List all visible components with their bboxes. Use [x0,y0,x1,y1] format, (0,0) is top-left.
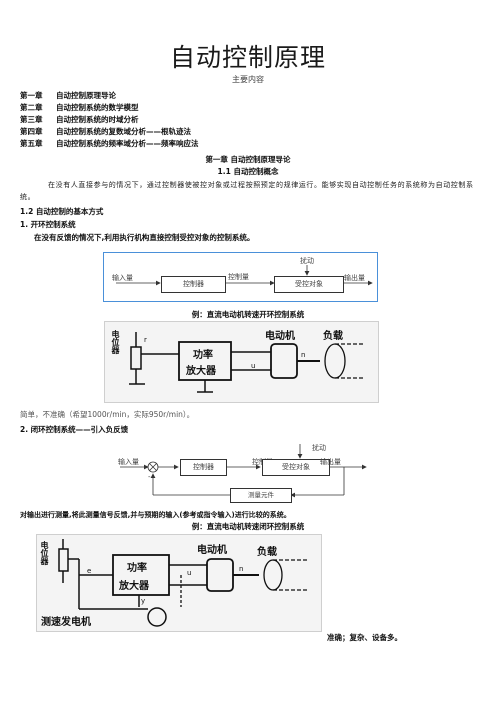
controller-block: 控制器 [180,459,227,476]
item-description: 在没有反馈的情况下,利用执行机构直接控制受控对象的控制系统。 [34,233,255,242]
disturbance-label: 扰动 [300,257,314,265]
intro-paragraph: 在没有人直接参与的情况下，通过控制器使被控对象或过程按照预定的规律运行。能够实现… [20,181,474,201]
toc-chapter: 第五章 [20,139,43,148]
signal-arrows [116,265,373,286]
closed-loop-note: 准确；复杂、设备多。 [327,633,402,642]
disturbance-label: 扰动 [312,444,326,452]
toc-name: 自动控制系统的时域分析 [56,115,139,124]
toc-name: 自动控制系统的数学模型 [56,103,139,112]
list-heading: 1. 开环控制系统 [20,220,76,229]
chapter-heading: 第一章 自动控制原理导论 [205,155,291,164]
input-label: 输入量 [118,458,139,466]
plant-block: 受控对象 [262,459,330,476]
y-label: y [141,597,146,605]
toc-item: 第三章 自动控制系统的时域分析 [20,114,139,126]
toc-name: 自动控制原理导论 [56,91,116,100]
output-label: 输出量 [344,274,365,282]
potentiometer-label: 电位器 [40,541,49,565]
closed-loop-schematic: 电位器 e 功率 放大器 u 电动机 n 负载 y 测速发电机 [36,534,322,632]
amplifier-label-1: 功率 [193,350,213,361]
n-label: n [239,565,244,573]
list-heading: 2. 闭环控制系统——引入负反馈 [20,425,129,434]
u-label: u [251,362,256,370]
motor-label: 电动机 [197,545,227,556]
toc-chapter: 第三章 [20,115,43,124]
toc-chapter: 第二章 [20,103,43,112]
amplifier-label-1: 功率 [127,563,147,574]
open-loop-diagram: 输入量 控制器 控制量 扰动 受控对象 输出量 [103,252,378,302]
section-heading: 1.1 自动控制概念 [217,167,279,176]
toc-name: 自动控制系统的复数域分析——根轨迹法 [56,127,191,136]
input-label: 输入量 [112,274,133,282]
schematic-lines [129,332,365,393]
e-label: e [87,567,92,575]
plant-block: 受控对象 [274,276,344,293]
control-qty-label: 控制量 [228,273,249,281]
toc-chapter: 第一章 [20,91,43,100]
figure-caption: 例：直流电动机转速闭环控制系统 [191,522,305,531]
toc-item: 第一章 自动控制原理导论 [20,90,116,102]
open-loop-note: 简单，不准确（希望1000r/min，实际950r/min）。 [20,410,195,419]
sensor-block: 测量元件 [230,488,292,503]
toc-name: 自动控制系统的频率域分析——频率响应法 [56,139,199,148]
toc-item: 第二章 自动控制系统的数学模型 [20,102,139,114]
closed-loop-diagram: 输入量 - 控制器 控制量 扰动 受控对象 输出量 测量元件 [110,440,370,506]
load-label: 负载 [257,547,277,558]
potentiometer-label: 电位器 [111,330,120,354]
toc-item: 第五章 自动控制系统的频率域分析——频率响应法 [20,138,199,150]
signal-arrows [120,444,367,498]
tacho-generator-label: 测速发电机 [41,617,91,628]
section-heading: 1.2 自动控制的基本方式 [20,207,104,216]
controller-block: 控制器 [161,276,226,293]
toc-item: 第四章 自动控制系统的复数域分析——根轨迹法 [20,126,191,138]
amplifier-label-2: 放大器 [186,366,216,377]
item-description: 对输出进行测量,将此测量信号反馈,并与预期的输入(参考或指令输入)进行比较的系统… [20,511,291,519]
amplifier-label-2: 放大器 [119,581,149,592]
figure-caption: 例：直流电动机转速开环控制系统 [191,310,305,319]
r-label: r [144,336,147,344]
u-label: u [187,569,192,577]
page-title: 自动控制原理 [169,43,326,72]
motor-label: 电动机 [265,331,295,342]
output-label: 输出量 [320,458,341,466]
page-subtitle: 主要内容 [232,75,264,84]
schematic-lines [58,539,309,627]
n-label: n [301,351,306,359]
open-loop-schematic: 电位器 r 功率 放大器 u 电动机 n 负载 [104,321,379,403]
toc-chapter: 第四章 [20,127,43,136]
minus-sign: - [148,473,151,481]
load-label: 负载 [323,331,343,342]
